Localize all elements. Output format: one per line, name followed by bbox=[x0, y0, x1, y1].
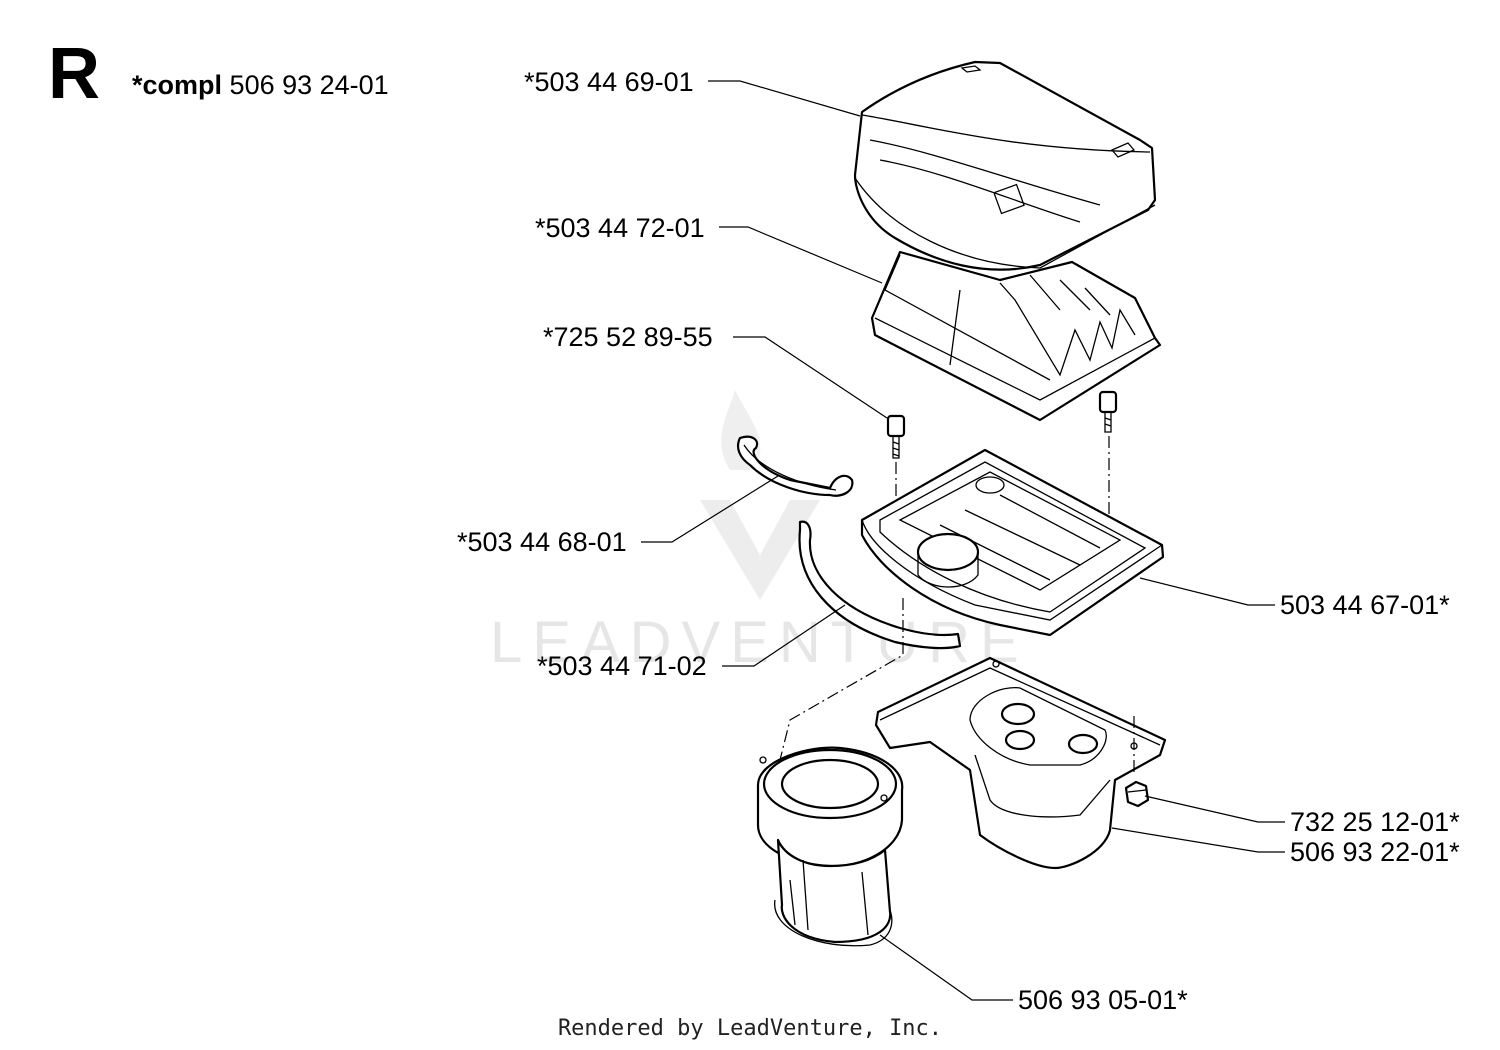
air-filter-cover-drawing bbox=[853, 60, 1157, 271]
part-label-filter-holder[interactable]: 503 44 67-01* bbox=[1280, 590, 1450, 620]
compl-prefix: *compl bbox=[132, 70, 223, 100]
section-letter: R bbox=[48, 34, 100, 114]
leader-pre-filter bbox=[719, 226, 883, 284]
leader-lines bbox=[641, 80, 1285, 1001]
spring-clip-drawing bbox=[736, 435, 854, 497]
leader-air-filter-cover bbox=[708, 80, 861, 117]
mounting-line bbox=[779, 598, 904, 761]
part-label-air-filter[interactable]: 506 93 05-01* bbox=[1018, 985, 1188, 1015]
part-label-spring-clip[interactable]: *503 44 68-01 bbox=[457, 527, 627, 557]
part-label-screw[interactable]: *725 52 89-55 bbox=[543, 322, 713, 352]
leader-filter-housing bbox=[1111, 827, 1285, 853]
leader-nut bbox=[1144, 795, 1285, 823]
compl-part-number: 506 93 24-01 bbox=[229, 70, 389, 100]
watermark-logo bbox=[700, 500, 820, 600]
part-label-air-filter-cover[interactable]: *503 44 69-01 bbox=[524, 67, 694, 97]
leader-spring-clip bbox=[641, 475, 779, 543]
nut-drawing bbox=[1124, 780, 1150, 808]
footer-credit: Rendered by LeadVenture, Inc. bbox=[557, 1016, 943, 1041]
rubber-strip-drawing bbox=[798, 520, 962, 650]
part-label-filter-housing[interactable]: 506 93 22-01* bbox=[1290, 837, 1460, 867]
part-label-rubber-strip[interactable]: *503 44 71-02 bbox=[537, 651, 707, 681]
air-filter-drawing bbox=[756, 746, 904, 947]
part-label-nut[interactable]: 732 25 12-01* bbox=[1290, 807, 1460, 837]
leader-filter-holder bbox=[1139, 577, 1275, 606]
part-label-pre-filter[interactable]: *503 44 72-01 bbox=[535, 213, 705, 243]
leader-rubber-strip bbox=[722, 604, 846, 667]
complete-assembly-label: *compl 506 93 24-01 bbox=[132, 72, 389, 99]
pre-filter-drawing bbox=[870, 250, 1162, 422]
leader-screw bbox=[733, 336, 888, 419]
leader-air-filter bbox=[879, 934, 1013, 1001]
filter-housing-drawing bbox=[874, 656, 1167, 870]
filter-holder-drawing bbox=[860, 448, 1165, 637]
